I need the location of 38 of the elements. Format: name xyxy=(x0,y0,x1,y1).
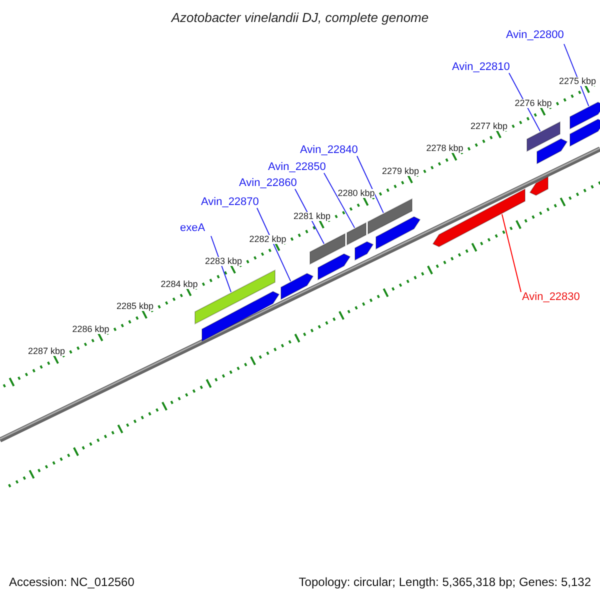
scale-label: 2275 kbp xyxy=(559,76,596,86)
scale-label: 2285 kbp xyxy=(116,302,154,312)
gene-feature xyxy=(536,138,568,164)
gene-feature xyxy=(368,198,412,235)
scale-label: 2286 kbp xyxy=(72,324,110,334)
footer-text: Topology: circular; Length: 5,365,318 bp; Genes: 5,132 xyxy=(298,576,591,588)
scale-label: 2278 kbp xyxy=(426,144,464,154)
gene-label: exeA xyxy=(180,223,206,234)
title: Azotobacter vinelandii DJ, complete genome xyxy=(170,11,430,24)
gene-feature xyxy=(354,241,374,261)
gene-feature xyxy=(310,232,346,265)
gene-feature xyxy=(280,272,314,300)
gene-feature xyxy=(526,121,560,152)
gene-label: Avin_22850 xyxy=(268,162,326,173)
gene-feature xyxy=(529,176,548,196)
gene-feature xyxy=(202,290,280,342)
scale-label: 2282 kbp xyxy=(249,234,286,244)
scale-label: 2279 kbp xyxy=(382,166,420,176)
gene-feature xyxy=(376,216,421,250)
gene-label: Avin_22830 xyxy=(522,292,580,303)
scale-label: 2280 kbp xyxy=(338,189,375,198)
gene-feature xyxy=(318,253,351,280)
gene-feature xyxy=(346,222,366,246)
gene-label: Avin_22840 xyxy=(300,145,358,156)
gene-label: Avin_22810 xyxy=(452,62,510,73)
scale-label: 2283 kbp xyxy=(205,257,242,266)
scale-label: 2276 kbp xyxy=(514,99,552,108)
scale-label: 2281 kbp xyxy=(294,212,331,222)
gene-label: Avin_22860 xyxy=(239,178,297,189)
gene-label: Avin_22870 xyxy=(201,197,259,208)
gene-feature xyxy=(570,118,600,147)
gene-label: Avin_22800 xyxy=(506,30,564,41)
gene-feature xyxy=(432,188,526,248)
gene-feature xyxy=(570,102,600,130)
footer-text: Accession: NC_012560 xyxy=(9,576,134,588)
scale-label: 2284 kbp xyxy=(160,280,198,289)
scale-label: 2277 kbp xyxy=(470,122,508,131)
scale-label: 2287 kbp xyxy=(28,347,66,356)
